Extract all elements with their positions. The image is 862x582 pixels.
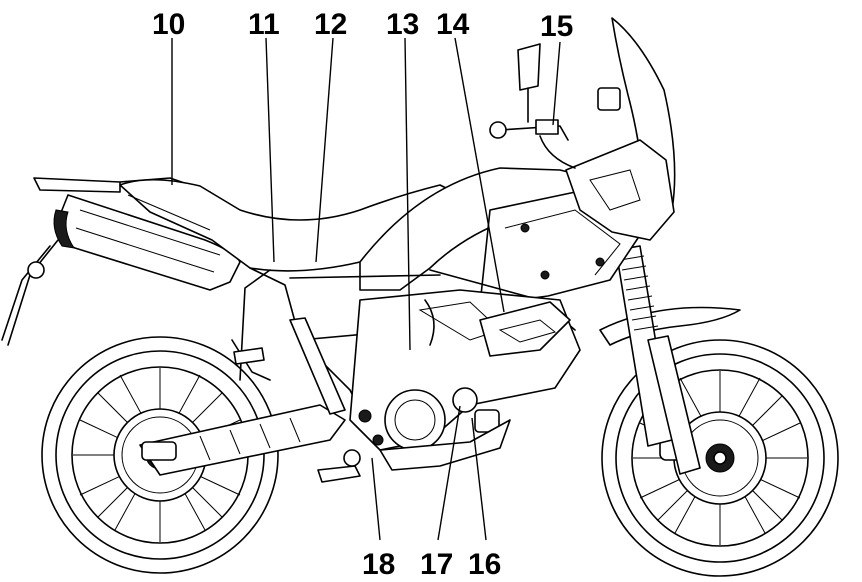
- oil-filler: [452, 387, 478, 413]
- mirror: [517, 43, 541, 91]
- callout-11: 11: [248, 8, 280, 41]
- footpeg: [317, 449, 361, 483]
- leader-12: [315, 37, 334, 263]
- callout-12: 12: [314, 8, 347, 41]
- front-fairing: [565, 87, 675, 241]
- callout-labels: 10 11 12 13 14 15 18 17 16: [152, 8, 573, 581]
- skid-plate: [379, 419, 511, 471]
- swingarm: [139, 404, 346, 476]
- callout-15: 15: [540, 10, 573, 43]
- exhaust-muffler: [53, 194, 241, 291]
- callout-14: 14: [436, 8, 470, 41]
- leader-15: [552, 41, 561, 126]
- leader-13: [404, 37, 411, 351]
- clutch-cover: [384, 389, 446, 451]
- callout-17: 17: [420, 548, 453, 581]
- handlebar-assembly: [489, 43, 576, 169]
- leader-17: [437, 405, 461, 541]
- leader-11: [265, 37, 275, 263]
- callout-18: 18: [362, 548, 395, 581]
- license-bracket: [1, 239, 59, 346]
- leader-14: [454, 37, 505, 313]
- pillion-peg: [233, 347, 265, 365]
- engine-guard: [479, 301, 571, 357]
- leader-18: [371, 457, 381, 541]
- leader-lines: [171, 37, 561, 541]
- callout-13: 13: [386, 8, 419, 41]
- engine: [349, 289, 581, 451]
- leader-16: [471, 417, 487, 541]
- front-fork: [599, 245, 741, 475]
- callout-16: 16: [468, 548, 501, 581]
- callout-10: 10: [152, 8, 185, 41]
- headlight-block: [597, 87, 621, 111]
